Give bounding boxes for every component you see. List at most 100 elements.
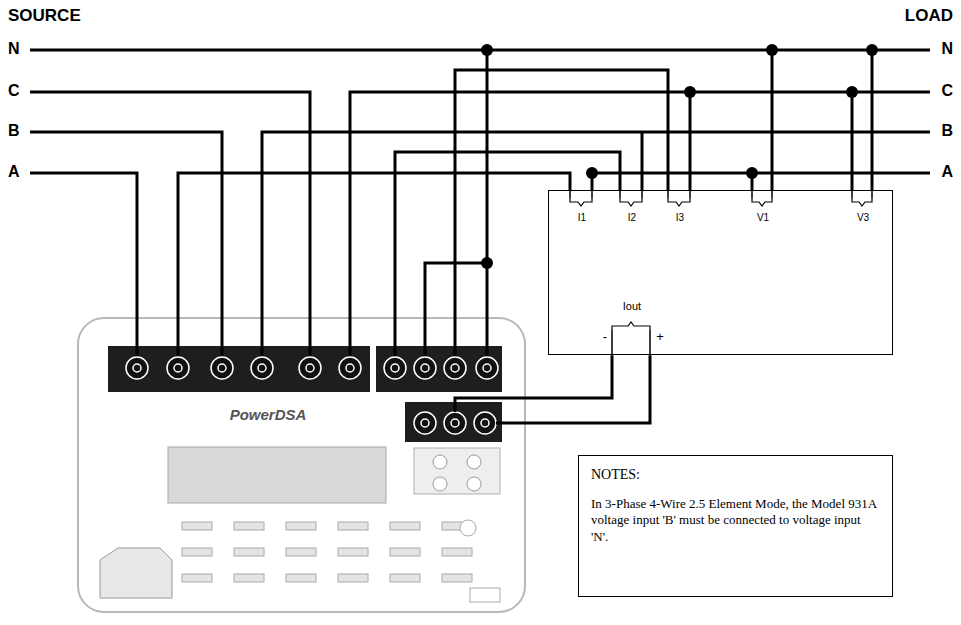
terminal-label: I3: [676, 212, 684, 225]
junction-dot: [866, 44, 878, 56]
terminal-jack: [476, 357, 498, 379]
terminal-jack: [444, 357, 466, 379]
current-input-strip: [108, 346, 370, 392]
function-key: [390, 574, 420, 582]
terminal-pin: [570, 190, 592, 198]
junction-dot: [481, 257, 493, 269]
junction-dot: [481, 44, 493, 56]
notes-body: In 3-Phase 4-Wire 2.5 Element Mode, the …: [591, 496, 881, 545]
terminal-brace: [752, 198, 772, 206]
phase-label: B: [941, 122, 953, 140]
keypad-knob: [433, 477, 447, 491]
input-terminal: [444, 412, 466, 434]
terminal-brace: [668, 198, 690, 206]
terminal-label: Iout: [623, 300, 641, 314]
terminal-brace: [612, 322, 650, 330]
junction-dot: [746, 167, 758, 179]
terminal-pin: [620, 190, 642, 198]
wire: [771, 50, 774, 190]
terminal-socket: [133, 364, 141, 372]
end-label: SOURCE: [8, 6, 81, 26]
terminal-socket: [451, 419, 459, 427]
wire: [425, 263, 487, 357]
terminal-pin: [612, 330, 650, 355]
terminal-socket: [421, 419, 429, 427]
function-key: [234, 548, 264, 556]
keypad-knob: [433, 455, 447, 469]
phase-label: B: [8, 122, 20, 140]
terminal-socket: [451, 364, 459, 372]
input-terminal: [476, 357, 498, 379]
phase-label: A: [8, 163, 20, 181]
function-key: [182, 522, 212, 530]
terminal-socket: [391, 364, 399, 372]
input-terminal: [444, 357, 466, 379]
terminal-socket: [483, 364, 491, 372]
junction-dot: [684, 86, 696, 98]
wire: [30, 173, 137, 357]
terminal-jack: [384, 357, 406, 379]
terminal-jack: [339, 357, 361, 379]
terminal-socket: [481, 419, 489, 427]
wire: [641, 132, 644, 190]
input-terminal: [167, 357, 189, 379]
input-terminal: [126, 357, 148, 379]
terminal-socket: [306, 364, 314, 372]
terminal-label: +: [656, 329, 664, 345]
wire: [395, 152, 620, 357]
function-key: [234, 574, 264, 582]
function-key: [182, 548, 212, 556]
function-key: [390, 548, 420, 556]
terminal-pin: [752, 190, 772, 198]
wire: [851, 92, 854, 190]
function-key: [286, 548, 316, 556]
input-terminal: [474, 412, 496, 434]
wire: [262, 132, 930, 357]
terminal-label: I1: [578, 212, 586, 225]
function-key: [338, 548, 368, 556]
phase-label: A: [941, 163, 953, 181]
keypad-knob: [467, 455, 481, 469]
function-key: [338, 522, 368, 530]
terminal-socket: [258, 364, 266, 372]
connector-layer: [455, 355, 650, 423]
wire: [486, 50, 489, 357]
analyzer-housing: [78, 318, 525, 612]
power-analyzer: PowerDSA: [78, 318, 525, 612]
phase-label: N: [8, 40, 20, 58]
wire: [178, 173, 570, 357]
terminal-jack: [474, 412, 496, 434]
function-key: [182, 574, 212, 582]
input-terminal: [251, 357, 273, 379]
input-terminal: [414, 412, 436, 434]
phase-label: C: [941, 82, 953, 100]
notes-box: NOTES:In 3-Phase 4-Wire 2.5 Element Mode…: [578, 455, 893, 597]
input-terminal: [211, 357, 233, 379]
terminal-label: V1: [757, 212, 769, 225]
terminal-jack: [444, 412, 466, 434]
terminal-jack: [299, 357, 321, 379]
junction-dot: [586, 167, 598, 179]
function-key: [338, 574, 368, 582]
junction-dot: [766, 44, 778, 56]
terminal-jack: [414, 357, 436, 379]
input-terminal: [339, 357, 361, 379]
terminal-label: V3: [857, 212, 869, 225]
transducer-box: I1I2I3V1V3Iout-+: [548, 190, 893, 355]
function-key: [286, 574, 316, 582]
output-wire: [455, 355, 612, 412]
function-key: [390, 522, 420, 530]
function-key: [286, 522, 316, 530]
input-terminal: [384, 357, 406, 379]
wire: [30, 49, 930, 52]
terminal-pin: [852, 190, 872, 198]
terminal-jack: [126, 357, 148, 379]
terminal-pin: [668, 190, 690, 198]
input-terminal: [299, 357, 321, 379]
analyzer-illustration: [78, 318, 525, 612]
wire: [871, 50, 874, 190]
terminal-jack: [414, 412, 436, 434]
terminal-label: -: [603, 329, 607, 345]
function-key: [442, 574, 472, 582]
junction-dot: [846, 86, 858, 98]
